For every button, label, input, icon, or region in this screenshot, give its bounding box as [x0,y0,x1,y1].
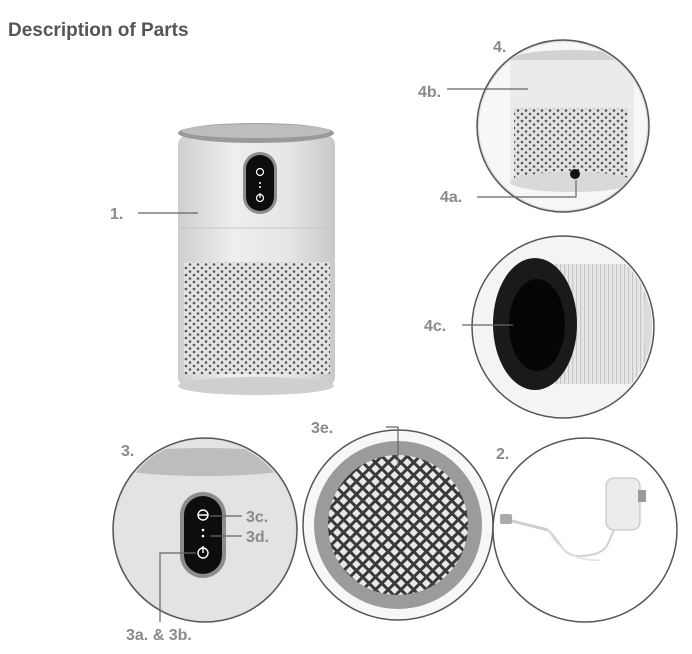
page-title: Description of Parts [8,20,189,41]
label-4a: 4a. [440,189,462,206]
leader-4a [477,180,577,198]
label-3c: 3c. [246,509,268,526]
leader-3e [386,426,399,468]
label-3d: 3d. [246,529,269,546]
label-4b: 4b. [418,84,441,101]
callout-circle-4 [476,39,650,213]
label-3ab: 3a. & 3b. [126,627,192,644]
callout-circle-4c [471,235,655,419]
air-purifier-unit [178,123,335,395]
label-4: 4. [493,39,506,56]
fan-icon [197,509,209,521]
label-4c: 4c. [424,318,446,335]
label-3e: 3e. [311,420,333,437]
callout-circle-2 [492,437,678,623]
callout-circle-3 [112,437,298,623]
label-1: 1. [110,206,123,223]
callout-circle-3e [302,429,494,621]
power-icon [197,546,209,559]
power-adapter [500,477,646,561]
label-3: 3. [121,443,134,460]
leader-3ab [159,552,196,622]
label-2: 2. [496,446,509,463]
